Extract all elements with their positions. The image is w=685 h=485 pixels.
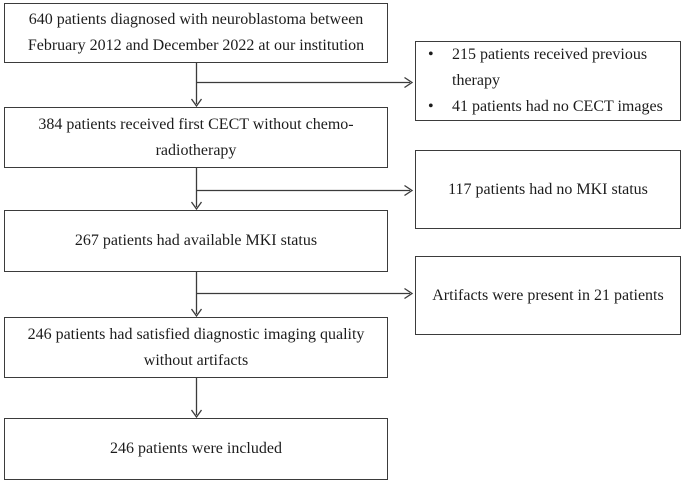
arrow-total-to-cect-head — [190, 98, 203, 108]
box-first-cect-line2: radiotherapy — [155, 141, 237, 159]
excluded-no-cect-line1: 41 patients had no CECT images — [452, 98, 663, 115]
bullet-icon: • — [428, 46, 434, 63]
excluded-artifacts-text: Artifacts were present in 21 patients — [432, 286, 664, 304]
box-included: 246 patients were included — [4, 418, 388, 480]
excluded-previous-therapy-text: 215 patients received previous therapy — [452, 42, 647, 94]
excluded-no-cect-text: 41 patients had no CECT images — [452, 94, 663, 120]
arrow-branch-no-mki-head — [404, 184, 414, 197]
excluded-item-no-cect: • 41 patients had no CECT images — [428, 94, 678, 120]
arrow-cect-to-mki-head — [190, 201, 203, 211]
box-included-line1: 246 patients were included — [110, 440, 282, 457]
arrow-branch-previous-therapy-head — [404, 76, 414, 89]
box-excluded-artifacts: Artifacts were present in 21 patients — [415, 256, 681, 335]
arrow-branch-artifacts-head — [404, 287, 414, 300]
box-first-cect-line1: 384 patients received first CECT without… — [38, 115, 354, 133]
excluded-no-mki-text: 117 patients had no MKI status — [448, 180, 648, 198]
box-total-patients-line2: February 2012 and December 2022 at our i… — [27, 37, 365, 54]
box-excluded-no-mki: 117 patients had no MKI status — [415, 150, 681, 229]
excluded-item-previous-therapy: • 215 patients received previous therapy — [428, 42, 678, 94]
box-imaging-quality-line1: 246 patients had satisfied diagnostic im… — [27, 325, 365, 343]
box-mki-available-line1: 267 patients had available MKI status — [74, 232, 318, 249]
arrow-mki-to-quality-head — [190, 308, 203, 318]
excluded-previous-therapy-line1: 215 patients received previous — [452, 46, 648, 63]
box-imaging-quality-line2: without artifacts — [143, 351, 249, 369]
box-imaging-quality: 246 patients had satisfied diagnostic im… — [4, 317, 388, 378]
box-total-patients-line1: 640 patients diagnosed with neuroblastom… — [28, 11, 364, 28]
arrow-quality-to-included-head — [190, 409, 203, 419]
box-mki-available: 267 patients had available MKI status — [4, 210, 388, 272]
box-excluded-previous-therapy: • 215 patients received previous therapy… — [415, 41, 681, 121]
excluded-previous-therapy-line2: therapy — [452, 72, 500, 89]
box-total-patients: 640 patients diagnosed with neuroblastom… — [4, 3, 388, 63]
bullet-icon: • — [428, 98, 434, 115]
box-first-cect: 384 patients received first CECT without… — [4, 107, 388, 168]
